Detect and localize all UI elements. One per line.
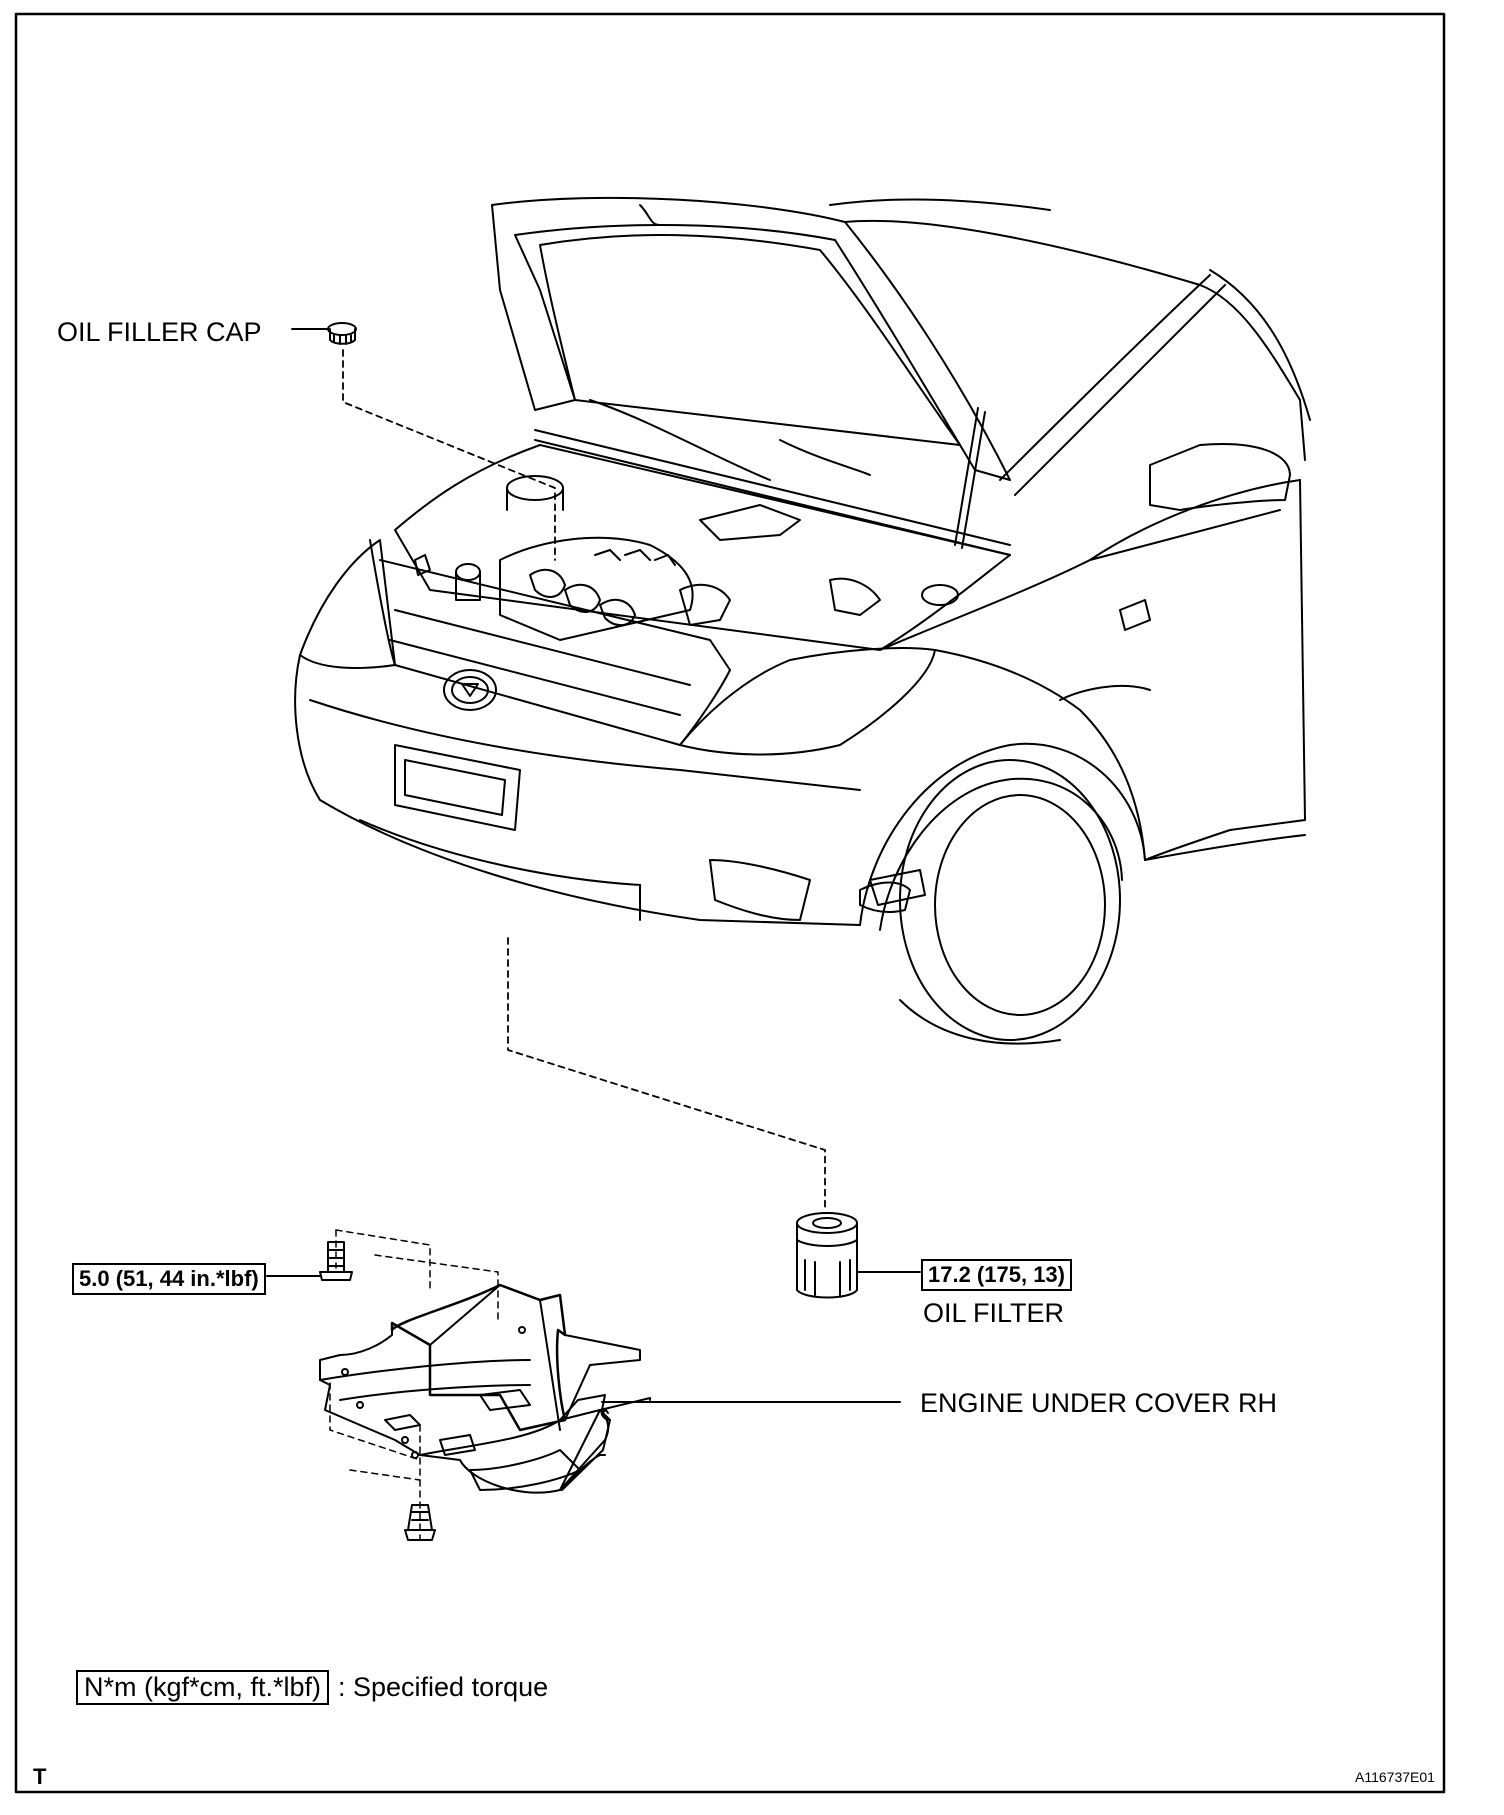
oil-filter-torque: 17.2 (175, 13) xyxy=(921,1259,1072,1291)
oil-filler-cap-label: OIL FILLER CAP xyxy=(57,317,262,347)
engine-under-cover-label: ENGINE UNDER COVER RH xyxy=(920,1388,1278,1418)
under-cover-guides xyxy=(329,1229,499,1541)
engine-under-cover-part xyxy=(319,1283,651,1494)
oil-filter-part xyxy=(796,1212,921,1299)
page-border xyxy=(14,12,1446,1794)
torque-unit-legend-box: N*m (kgf*cm, ft.*lbf) xyxy=(76,1670,330,1705)
under-cover-bolt-torque: 5.0 (51, 44 in.*lbf) xyxy=(72,1263,266,1295)
oil-filler-cap-guide xyxy=(342,349,556,561)
under-cover-bolt-part xyxy=(266,1241,353,1281)
under-cover-clip-part xyxy=(404,1504,436,1541)
oil-filter-guide xyxy=(507,937,826,1211)
figure-id: A116737E01 xyxy=(1355,1769,1435,1785)
oil-filter-label: OIL FILTER xyxy=(923,1298,1065,1328)
car-illustration xyxy=(294,196,1311,1045)
corner-mark: T xyxy=(33,1764,47,1789)
torque-legend-description: : Specified torque xyxy=(338,1672,549,1702)
oil-filler-cap-part xyxy=(291,322,357,345)
